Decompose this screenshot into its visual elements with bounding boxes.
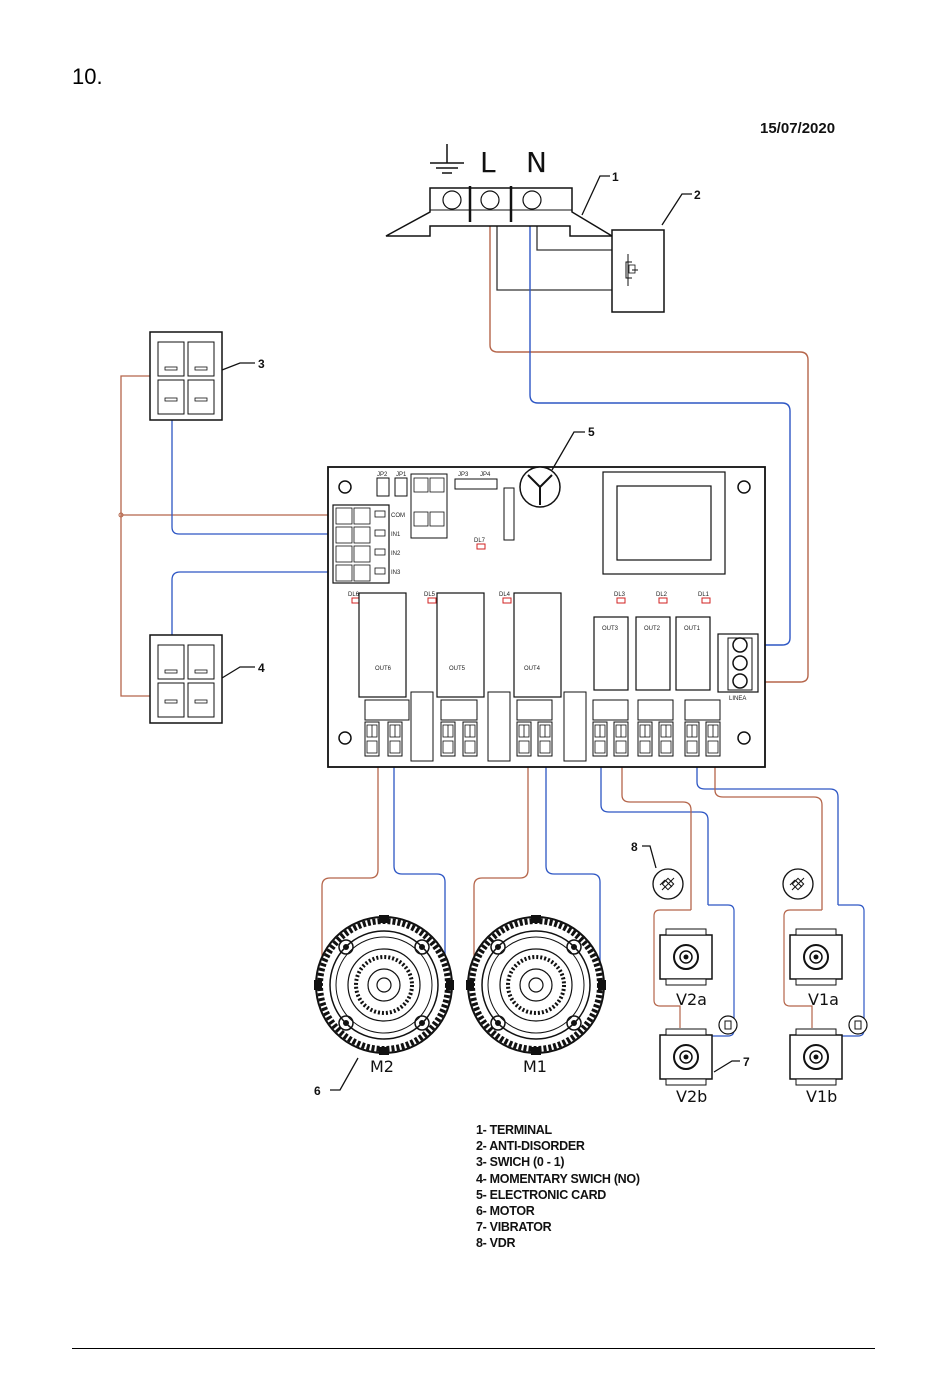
legend-item: 8- VDR bbox=[476, 1235, 640, 1251]
electronic-card: JP2 JP1 JP3 JP4 COM bbox=[328, 467, 765, 767]
legend-item: 6- MOTOR bbox=[476, 1203, 640, 1219]
output-out3: OUT3 bbox=[602, 626, 619, 632]
anti-disorder bbox=[612, 230, 664, 312]
callout-3: 3 bbox=[258, 357, 265, 371]
led-dl4: DL4 bbox=[499, 592, 511, 598]
jumper-jp3: JP3 bbox=[458, 472, 469, 478]
motor-m1 bbox=[466, 915, 606, 1055]
led-dl6: DL6 bbox=[348, 592, 360, 598]
output-out4: OUT4 bbox=[524, 666, 541, 672]
callout-6: 6 bbox=[314, 1084, 321, 1098]
legend-item: 5- ELECTRONIC CARD bbox=[476, 1187, 640, 1203]
input-in1: IN1 bbox=[391, 532, 401, 538]
line-label: L bbox=[480, 146, 496, 179]
input-in3: IN3 bbox=[391, 570, 401, 576]
output-out5: OUT5 bbox=[449, 666, 466, 672]
linea-label: LINEA bbox=[729, 696, 746, 702]
jumper-jp4: JP4 bbox=[480, 472, 491, 478]
momentary-switch bbox=[150, 635, 222, 723]
callout-2: 2 bbox=[694, 188, 701, 202]
callout-7: 7 bbox=[743, 1055, 750, 1069]
vibrator-v1a-label: V1a bbox=[808, 990, 839, 1009]
vibrator-v1a bbox=[790, 929, 842, 985]
fan-icon bbox=[520, 467, 560, 507]
legend-item: 3- SWICH (0 - 1) bbox=[476, 1154, 640, 1170]
neutral-label: N bbox=[526, 146, 547, 179]
legend-item: 7- VIBRATOR bbox=[476, 1219, 640, 1235]
vibrator-v2b bbox=[660, 1029, 712, 1085]
output-out2: OUT2 bbox=[644, 626, 661, 632]
vdr-v1b bbox=[849, 1016, 867, 1034]
led-dl3: DL3 bbox=[614, 592, 626, 598]
callout-8: 8 bbox=[631, 840, 638, 854]
led-dl1: DL1 bbox=[698, 592, 710, 598]
led-dl7: DL7 bbox=[474, 538, 486, 544]
led-dl2: DL2 bbox=[656, 592, 668, 598]
output-out1: OUT1 bbox=[684, 626, 701, 632]
legend-item: 2- ANTI-DISORDER bbox=[476, 1138, 640, 1154]
mains-terminal: L N bbox=[386, 144, 612, 236]
vibrator-v2b-label: V2b bbox=[676, 1087, 707, 1106]
output-out6: OUT6 bbox=[375, 666, 392, 672]
legend: 1- TERMINAL 2- ANTI-DISORDER 3- SWICH (0… bbox=[476, 1122, 640, 1252]
legend-item: 4- MOMENTARY SWICH (NO) bbox=[476, 1171, 640, 1187]
input-com: COM bbox=[391, 513, 405, 519]
jumper-jp1: JP1 bbox=[396, 472, 407, 478]
vdr-v2 bbox=[653, 869, 683, 899]
vdr-v1 bbox=[783, 869, 813, 899]
jumper-jp2: JP2 bbox=[377, 472, 388, 478]
motor-m1-label: M1 bbox=[523, 1057, 547, 1076]
switch-0-1 bbox=[150, 332, 222, 420]
input-in2: IN2 bbox=[391, 551, 401, 557]
vibrator-v1b bbox=[790, 1029, 842, 1085]
motor-m2-label: M2 bbox=[370, 1057, 394, 1076]
vibrator-v2a bbox=[660, 929, 712, 985]
vibrator-v2a-label: V2a bbox=[676, 990, 707, 1009]
motor-m2 bbox=[314, 915, 454, 1055]
vibrator-v1b-label: V1b bbox=[806, 1087, 837, 1106]
vdr-v2b bbox=[719, 1016, 737, 1034]
earth-icon bbox=[430, 144, 464, 173]
led-dl5: DL5 bbox=[424, 592, 436, 598]
footer-rule bbox=[72, 1348, 875, 1349]
callout-4: 4 bbox=[258, 661, 265, 675]
legend-item: 1- TERMINAL bbox=[476, 1122, 640, 1138]
callout-1: 1 bbox=[612, 170, 619, 184]
callout-5: 5 bbox=[588, 425, 595, 439]
